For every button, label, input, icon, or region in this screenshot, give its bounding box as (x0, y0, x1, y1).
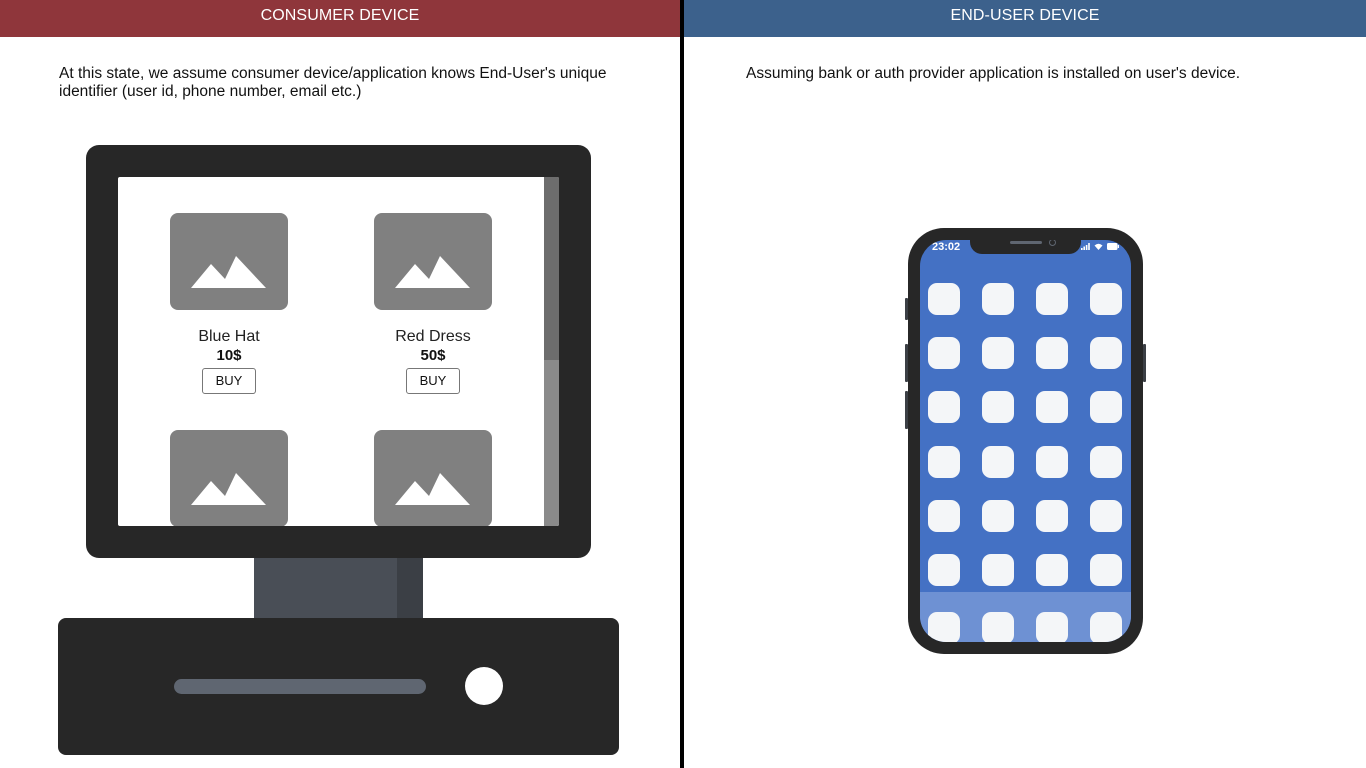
dock-app-icon[interactable] (1090, 612, 1122, 642)
app-icon[interactable] (982, 554, 1014, 586)
phone-notch (970, 240, 1081, 254)
dock-app-icon[interactable] (928, 612, 960, 642)
product-image-placeholder-icon (170, 213, 288, 310)
speaker-icon (1010, 241, 1042, 244)
consumer-device-panel: CONSUMER DEVICE At this state, we assume… (0, 0, 680, 768)
consumer-device-description: At this state, we assume consumer device… (59, 65, 607, 100)
app-icon[interactable] (982, 499, 1014, 532)
app-icon[interactable] (982, 391, 1014, 424)
product-price: 50$ (420, 347, 446, 364)
monitor-stand-shadow (397, 558, 423, 620)
app-icon[interactable] (928, 391, 960, 424)
product-image-placeholder-icon (374, 430, 492, 526)
signal-icon (1081, 243, 1090, 250)
app-icon[interactable] (1090, 283, 1122, 315)
phone-mute-switch (905, 298, 908, 320)
computer-base (58, 618, 619, 755)
app-icon[interactable] (1090, 391, 1122, 424)
dock-app-icon[interactable] (982, 612, 1014, 642)
app-icon[interactable] (928, 337, 960, 370)
dock-app-icon[interactable] (1036, 612, 1068, 642)
product-name: Red Dress (395, 328, 471, 345)
app-icon[interactable] (1036, 499, 1068, 532)
app-icon[interactable] (1090, 499, 1122, 532)
shop-screen: Blue Hat 10$ BUY Red Dress 50$ BUY (118, 177, 559, 526)
phone-power-button (1143, 344, 1146, 382)
consumer-device-header: CONSUMER DEVICE (0, 0, 680, 37)
app-icon[interactable] (982, 337, 1014, 370)
phone-clock: 23:02 (932, 241, 961, 253)
power-button (465, 667, 503, 705)
end-user-device-panel: END-USER DEVICE Assuming bank or auth pr… (684, 0, 1366, 768)
panel-divider (680, 0, 684, 768)
disk-slot (174, 679, 426, 694)
app-icon[interactable] (1090, 445, 1122, 478)
product-image-placeholder-icon (170, 430, 288, 526)
app-icon[interactable] (1090, 337, 1122, 370)
phone-volume-up (905, 344, 908, 382)
app-icon[interactable] (1036, 337, 1068, 370)
battery-icon (1107, 243, 1119, 250)
app-icon[interactable] (1036, 445, 1068, 478)
scrollbar-thumb[interactable] (544, 177, 559, 360)
product-price: 10$ (216, 347, 242, 364)
monitor-stand (254, 558, 423, 620)
phone-home-screen: 23:02 (920, 240, 1131, 642)
product-image-placeholder-icon (374, 213, 492, 310)
app-icon[interactable] (928, 554, 960, 586)
buy-button[interactable]: BUY (202, 368, 256, 394)
app-icon[interactable] (1090, 554, 1122, 586)
app-icon[interactable] (928, 445, 960, 478)
end-user-device-header: END-USER DEVICE (684, 0, 1366, 37)
app-icon[interactable] (1036, 554, 1068, 586)
phone: 23:02 (908, 228, 1143, 654)
app-icon[interactable] (928, 283, 960, 315)
buy-button[interactable]: BUY (406, 368, 460, 394)
phone-volume-down (905, 391, 908, 429)
app-icon[interactable] (928, 499, 960, 532)
app-icon[interactable] (982, 283, 1014, 315)
app-icon[interactable] (1036, 283, 1068, 315)
monitor: Blue Hat 10$ BUY Red Dress 50$ BUY (86, 145, 591, 558)
product-name: Blue Hat (198, 328, 260, 345)
app-icon[interactable] (982, 445, 1014, 478)
wifi-icon (1094, 243, 1103, 250)
app-icon[interactable] (1036, 391, 1068, 424)
end-user-device-description: Assuming bank or auth provider applicati… (746, 65, 1241, 82)
camera-icon (1049, 240, 1056, 246)
